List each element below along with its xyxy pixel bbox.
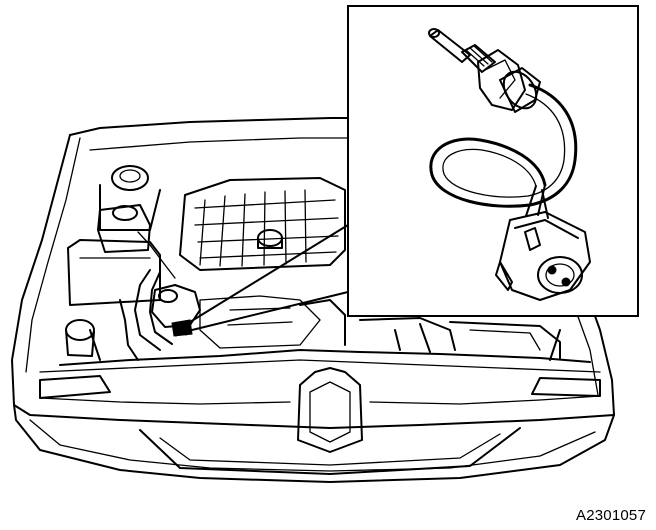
engine-bay (65, 165, 561, 361)
front-bumper (13, 367, 615, 483)
detail-inset (347, 5, 639, 317)
radiator-support (39, 329, 601, 373)
wiring-connector-icon (495, 211, 591, 301)
coolant-temperature-sensor-icon (428, 28, 541, 113)
callout-leader-lines (189, 224, 349, 331)
figure-code: A2301057 (575, 507, 646, 524)
sensor-location-mark (171, 319, 193, 337)
